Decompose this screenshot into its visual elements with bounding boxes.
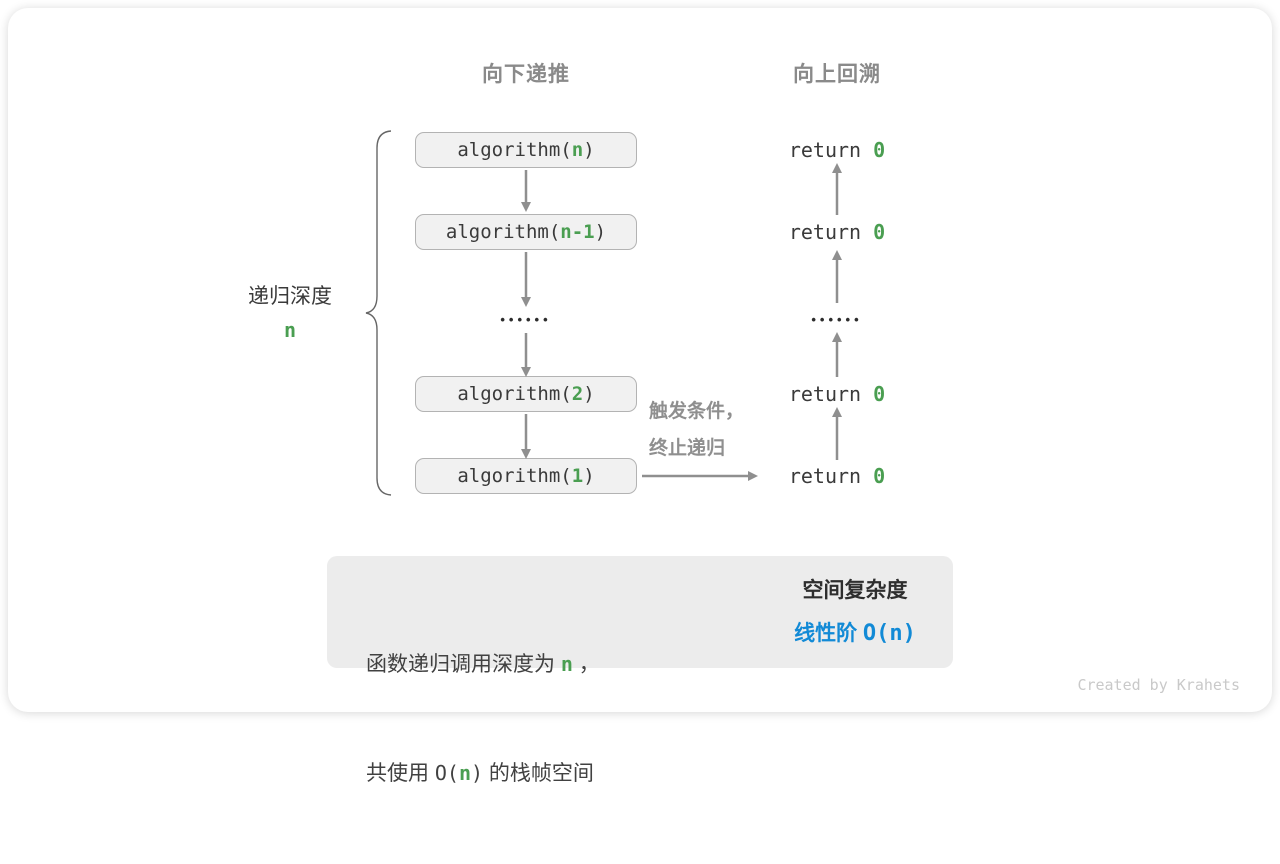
space-complexity-result: 线性阶 O(n) xyxy=(794,621,916,646)
summary-statement: 函数递归调用深度为 n ， 共使用 O(n) 的栈帧空间 xyxy=(366,574,600,864)
summary-panel xyxy=(327,556,953,668)
call-box-n-1: algorithm(n-1) xyxy=(415,214,637,250)
summary-var-n: n xyxy=(458,761,471,785)
return-row-2: return 0 xyxy=(737,219,937,245)
summary-var-n: n xyxy=(560,652,573,676)
return-row-3: return 0 xyxy=(737,381,937,407)
call-box-n: algorithm(n) xyxy=(415,132,637,168)
ellipsis-dots-left: •••••• xyxy=(500,312,552,327)
return-keyword: return xyxy=(788,382,874,406)
header-backtrack: 向上回溯 xyxy=(793,63,881,86)
base-case-note: 触发条件， 终止递归 xyxy=(649,393,779,467)
call-box-text: algorithm( xyxy=(457,139,572,161)
return-row-4: return 0 xyxy=(737,463,937,489)
header-descend: 向下递推 xyxy=(482,63,570,86)
return-value: 0 xyxy=(873,382,886,406)
return-value: 0 xyxy=(873,220,886,244)
call-box-text: algorithm( xyxy=(457,465,572,487)
return-keyword: return xyxy=(788,464,874,488)
return-value: 0 xyxy=(873,138,886,162)
call-box-text: algorithm( xyxy=(457,383,572,405)
ellipsis-dots-right: •••••• xyxy=(811,312,863,327)
call-box-arg: n xyxy=(571,139,584,161)
depth-value: n xyxy=(283,318,297,342)
call-box-2: algorithm(2) xyxy=(415,376,637,412)
summary-conclusion: 空间复杂度 线性阶 O(n) xyxy=(748,574,962,647)
watermark-credit: Created by Krahets xyxy=(1077,676,1240,694)
base-case-line-2: 终止递归 xyxy=(649,438,726,459)
summary-line-1: 函数递归调用深度为 n ， xyxy=(366,652,600,676)
summary-line-2: 共使用 O(n) 的栈帧空间 xyxy=(366,761,594,785)
return-value: 0 xyxy=(873,464,886,488)
depth-label: 递归深度 xyxy=(248,285,332,308)
return-row-1: return 0 xyxy=(737,137,937,163)
base-case-line-1: 触发条件， xyxy=(649,401,745,422)
call-box-1: algorithm(1) xyxy=(415,458,637,494)
call-box-arg: 2 xyxy=(571,383,584,405)
big-o-notation: O(n) xyxy=(862,621,916,646)
call-box-arg: n-1 xyxy=(560,221,595,243)
recursion-space-complexity-diagram: 向下递推 向上回溯 递归深度 n algorithm(n) algorithm(… xyxy=(248,63,1240,785)
call-box-text: algorithm( xyxy=(445,221,561,243)
call-box-arg: 1 xyxy=(571,465,584,487)
return-keyword: return xyxy=(788,138,874,162)
return-keyword: return xyxy=(788,220,874,244)
space-complexity-title: 空间复杂度 xyxy=(802,579,908,602)
